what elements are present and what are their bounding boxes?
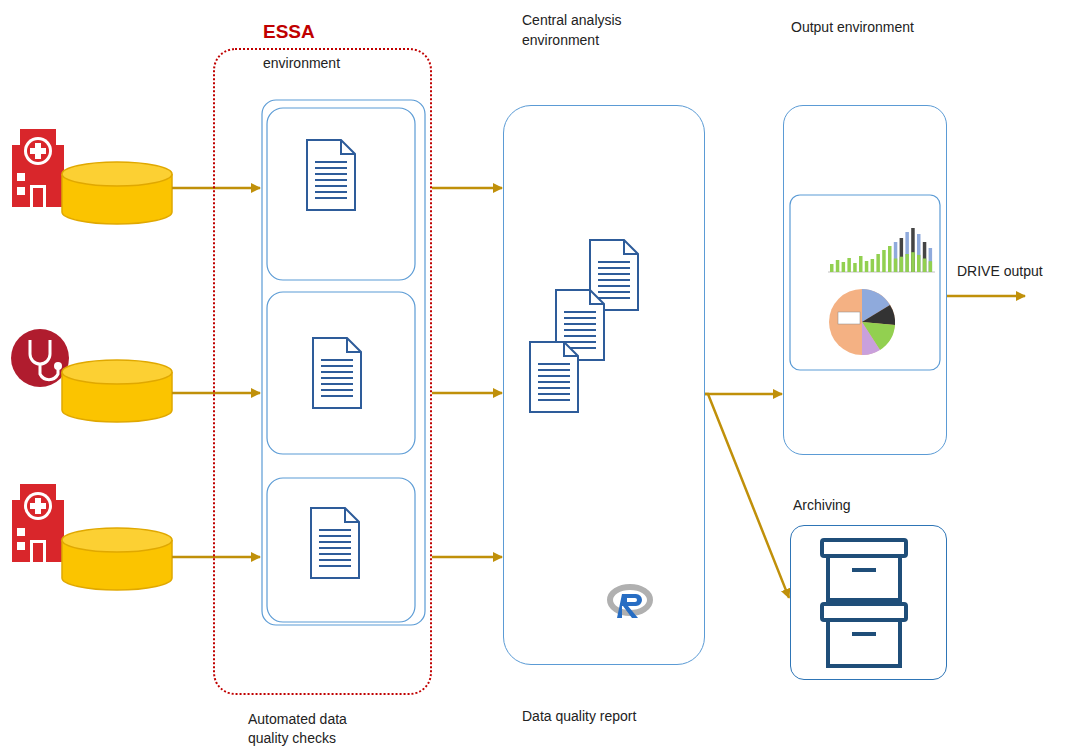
node-heading: Archiving: [793, 496, 933, 515]
annotation-label: DRIVE output: [957, 262, 1067, 281]
node-heading: Central analysis environment: [522, 10, 682, 50]
archive-box: Archiving: [790, 525, 947, 680]
archive-icon: [822, 540, 906, 666]
r-logo: [610, 587, 650, 618]
flow-arrow: [705, 394, 789, 598]
flow-arrow: [432, 187, 502, 190]
drive-output-arrow: [947, 296, 1025, 297]
output-box: Output environment: [783, 105, 947, 455]
flow-arrow: [705, 393, 782, 396]
node-heading: Output environment: [791, 18, 961, 37]
check-boxes: [262, 100, 425, 625]
source-icons: [11, 129, 172, 590]
flow-arrow: [432, 556, 502, 559]
document-icons: [307, 140, 638, 578]
annotation-label: Automated data quality checks: [248, 710, 378, 748]
flow-arrow: [432, 392, 502, 395]
environment-region: ESSAenvironment: [213, 48, 432, 695]
analysis-box: Central analysis environment: [503, 105, 705, 665]
source-arrows: [172, 188, 260, 557]
node-heading: ESSA: [263, 21, 383, 43]
node-subheading: environment: [263, 54, 403, 73]
annotation-label: Data quality report: [522, 707, 722, 726]
chart-panel: [790, 195, 940, 370]
